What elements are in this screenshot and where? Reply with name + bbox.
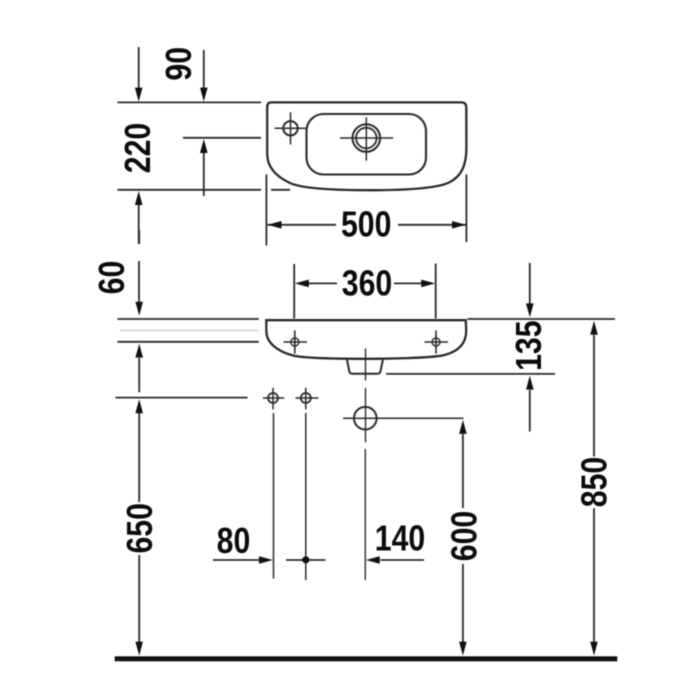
svg-text:60: 60	[93, 261, 133, 295]
svg-text:850: 850	[575, 457, 615, 507]
svg-text:140: 140	[375, 519, 425, 559]
svg-text:360: 360	[342, 264, 392, 304]
svg-text:90: 90	[160, 47, 200, 81]
svg-text:600: 600	[445, 511, 485, 561]
svg-text:220: 220	[118, 123, 158, 173]
svg-text:650: 650	[121, 503, 161, 553]
svg-text:500: 500	[341, 205, 391, 245]
svg-text:135: 135	[509, 320, 549, 370]
svg-text:80: 80	[217, 522, 251, 562]
